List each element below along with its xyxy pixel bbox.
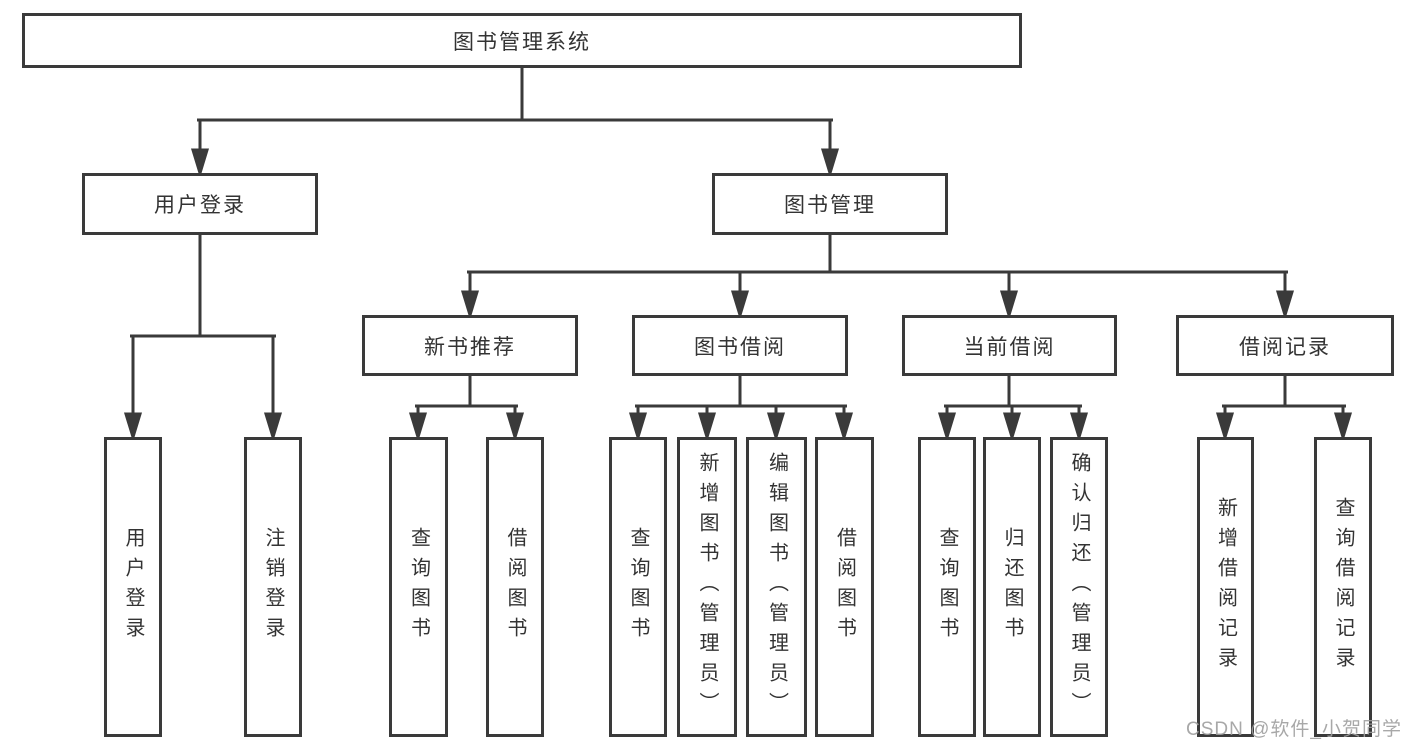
- node-borrow-records: 借阅记录: [1176, 315, 1394, 376]
- leaf-query-books-newrec-label: 查询图书: [407, 527, 430, 647]
- node-root-label: 图书管理系统: [453, 30, 591, 54]
- watermark: CSDN @软件_小贺同学: [1186, 719, 1402, 740]
- connector-new-book-children: [408, 374, 525, 443]
- leaf-borrow-books: 借阅图书: [815, 437, 874, 737]
- node-book-borrow-label: 图书借阅: [694, 335, 786, 359]
- leaf-query-books-current-label: 查询图书: [936, 527, 958, 647]
- node-user-login-label: 用户登录: [154, 194, 246, 217]
- leaf-user-login-label: 用户登录: [122, 527, 144, 647]
- leaf-query-borrow-record: 查询借阅记录: [1314, 437, 1372, 737]
- leaf-add-books-admin-label: 新增图书（管理员）: [696, 452, 718, 722]
- node-book-management-label: 图书管理: [784, 194, 876, 217]
- leaf-logout-login-label: 注销登录: [262, 527, 284, 647]
- node-new-book-recommend: 新书推荐: [362, 315, 578, 376]
- connector-current-borrow-children: [937, 374, 1089, 443]
- node-user-login: 用户登录: [82, 173, 318, 235]
- leaf-query-books-current: 查询图书: [918, 437, 976, 737]
- leaf-user-login: 用户登录: [104, 437, 162, 737]
- leaf-confirm-return-admin: 确认归还（管理员）: [1050, 437, 1108, 737]
- leaf-add-books-admin: 新增图书（管理员）: [677, 437, 737, 737]
- node-borrow-records-label: 借阅记录: [1239, 335, 1331, 359]
- connector-book-management-children: [460, 233, 1295, 321]
- leaf-edit-books-admin: 编辑图书（管理员）: [746, 437, 807, 737]
- node-book-management: 图书管理: [712, 173, 948, 235]
- node-current-borrow-label: 当前借阅: [963, 335, 1056, 359]
- leaf-add-borrow-record-label: 新增借阅记录: [1214, 497, 1237, 677]
- leaf-return-books-label: 归还图书: [1001, 527, 1023, 647]
- leaf-edit-books-admin-label: 编辑图书（管理员）: [765, 452, 788, 722]
- leaf-query-books-borrow: 查询图书: [609, 437, 667, 737]
- connector-book-borrow-children: [628, 374, 854, 443]
- leaf-borrow-books-newrec-label: 借阅图书: [504, 527, 526, 647]
- node-root: 图书管理系统: [22, 13, 1022, 68]
- connector-root-to-level2: [190, 66, 840, 179]
- leaf-query-books-newrec: 查询图书: [389, 437, 448, 737]
- node-new-book-recommend-label: 新书推荐: [424, 335, 516, 359]
- node-book-borrow: 图书借阅: [632, 315, 848, 376]
- leaf-return-books: 归还图书: [983, 437, 1041, 737]
- leaf-borrow-books-newrec: 借阅图书: [486, 437, 544, 737]
- leaf-add-borrow-record: 新增借阅记录: [1197, 437, 1254, 737]
- leaf-query-books-borrow-label: 查询图书: [627, 527, 649, 647]
- leaf-query-borrow-record-label: 查询借阅记录: [1332, 497, 1354, 677]
- leaf-borrow-books-label: 借阅图书: [833, 527, 856, 647]
- connector-borrow-records-children: [1215, 374, 1353, 443]
- connector-user-login-children: [123, 233, 283, 443]
- leaf-confirm-return-admin-label: 确认归还（管理员）: [1068, 452, 1090, 722]
- node-current-borrow: 当前借阅: [902, 315, 1117, 376]
- leaf-logout-login: 注销登录: [244, 437, 302, 737]
